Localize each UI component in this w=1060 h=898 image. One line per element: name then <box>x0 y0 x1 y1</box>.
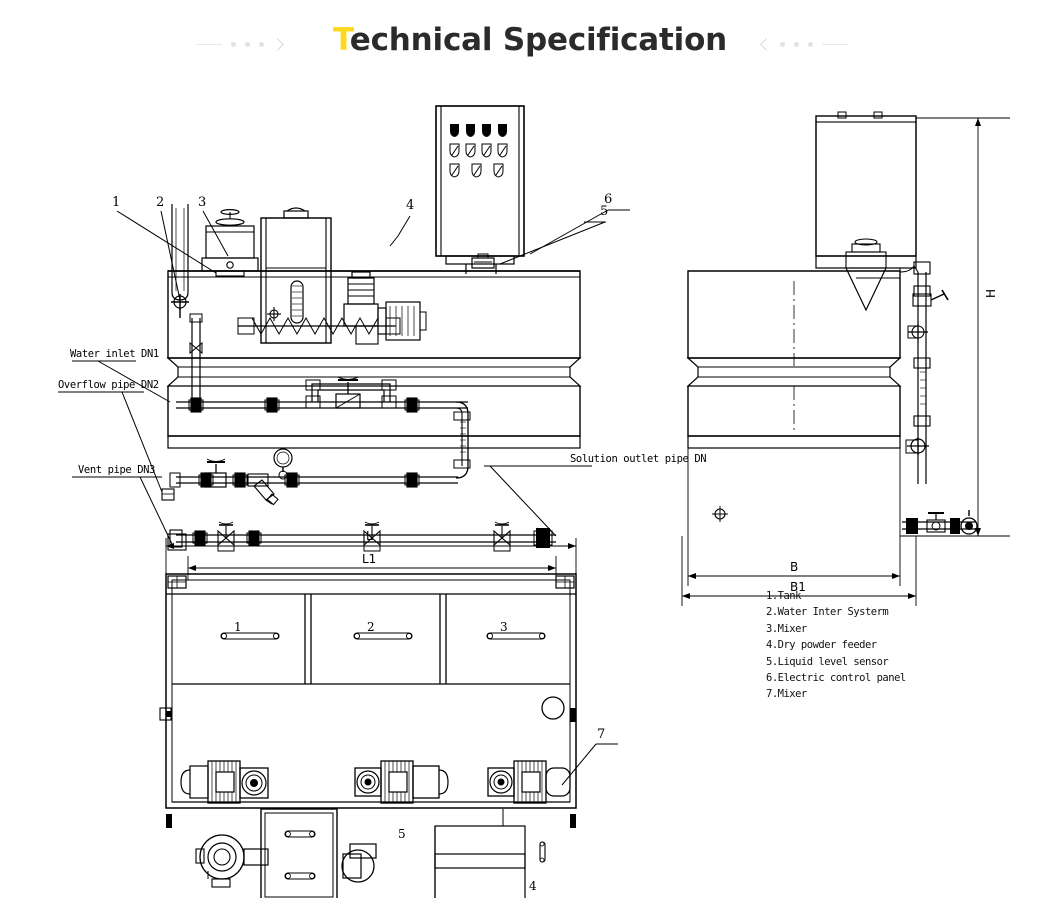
dimension-H <box>900 117 1010 537</box>
legend-item-mixer-2: 7.Mixer <box>766 688 807 701</box>
callout-1: 1 <box>112 195 121 210</box>
label-solution-outlet-pipe: Solution outlet pipe DN <box>570 453 707 465</box>
label-overflow-pipe: Overflow pipe DN2 <box>58 379 159 391</box>
legend-item-dry-powder-feeder: 4.Dry powder feeder <box>766 639 877 652</box>
plan-callout-7-leader <box>561 743 618 786</box>
dimension-label-B1: B1 <box>790 580 806 594</box>
label-water-inlet: Water inlet DN1 <box>70 348 159 360</box>
deco-dot <box>780 42 785 47</box>
upper-process-pipe <box>176 313 471 479</box>
dimension-label-L1: L1 <box>362 552 377 566</box>
deco-dot <box>259 42 264 47</box>
side-outlet-valve-group <box>902 510 978 535</box>
plan-chamber-label-1: 1 <box>234 620 242 634</box>
electric-control-panel <box>435 105 525 274</box>
vent-tapping <box>167 533 187 551</box>
screw-conveyor <box>237 307 401 336</box>
page-title-accent-letter: T <box>332 22 350 58</box>
front-callout-leaders <box>97 209 609 545</box>
side-riser-pipe <box>899 261 949 484</box>
deco-dot <box>245 42 250 47</box>
page-header: Technical Specification <box>0 0 1060 92</box>
callout-2: 2 <box>156 195 165 210</box>
plan-side-tabs <box>159 707 576 828</box>
outlet-end-fitting <box>533 528 553 548</box>
dimension-label-B: B <box>790 560 799 574</box>
front-callout-underlines <box>58 209 630 478</box>
plan-powder-feeder-box <box>260 808 338 898</box>
deco-dash <box>196 44 222 45</box>
header-decoration-left <box>196 38 284 51</box>
dimension-B1 <box>681 536 917 606</box>
callout-5: 5 <box>600 204 609 219</box>
callout-6: 6 <box>604 192 613 207</box>
callout-7: 7 <box>597 727 606 742</box>
plan-chamber-label-3: 3 <box>500 620 508 634</box>
dimension-L <box>165 538 577 578</box>
label-vent-pipe: Vent pipe DN3 <box>78 464 155 476</box>
legend-item-mixer: 3.Mixer <box>766 622 807 635</box>
drawing-canvas <box>58 105 1010 898</box>
panel-indicator-lamps <box>450 124 507 137</box>
plan-mixer-units <box>180 760 571 804</box>
panel-switches-row-1 <box>449 143 508 158</box>
side-tank-body <box>686 270 902 449</box>
header-decoration-right <box>760 38 848 51</box>
pressure-gauge <box>273 448 293 480</box>
plan-round-nozzle <box>541 696 565 720</box>
dimension-L1 <box>187 556 557 580</box>
plan-chamber-dividers <box>172 594 570 685</box>
plan-label-level-sensor: 5 <box>398 827 406 841</box>
panel-switches-row-2 <box>449 163 504 178</box>
tank-waist-band <box>166 357 582 387</box>
middle-process-pipe <box>167 396 458 506</box>
plan-label-dry-powder-feeder: 4 <box>529 879 537 893</box>
deco-dot <box>231 42 236 47</box>
bypass-loop <box>305 376 397 409</box>
plan-right-lower-boxes <box>434 809 546 898</box>
legend-item-water-inter-system: 2.Water Inter Systerm <box>766 606 889 619</box>
plan-left-mixer-gearbox <box>195 834 269 888</box>
deco-dot <box>808 42 813 47</box>
deco-dot <box>794 42 799 47</box>
water-inlet-riser <box>171 204 189 318</box>
mixer-gearbox-front <box>201 208 259 277</box>
plan-lower-band <box>171 711 570 803</box>
plan-level-sensor <box>341 843 377 883</box>
side-elevation-view <box>681 111 1010 606</box>
feeder-drive-motor <box>343 271 427 345</box>
deco-dash <box>822 44 848 45</box>
legend-item-electric-control-panel: 6.Electric control panel <box>766 672 906 685</box>
front-elevation-view <box>58 105 630 552</box>
page-title-text: echnical Specification <box>349 22 728 58</box>
dimension-label-L: L <box>366 529 373 543</box>
callout-3: 3 <box>198 195 207 210</box>
plan-view <box>159 538 618 898</box>
callout-4: 4 <box>406 198 415 213</box>
liquid-level-sensor-front <box>471 253 495 269</box>
legend-item-liquid-level-sensor: 5.Liquid level sensor <box>766 655 889 668</box>
legend-item-tank: 1.Tank <box>766 590 801 602</box>
side-powder-hopper <box>815 111 917 312</box>
side-manhole-marker <box>712 506 728 522</box>
dimension-label-H: H <box>984 288 998 298</box>
chevron-left-icon <box>760 38 773 51</box>
engineering-drawing: 1 2 3 4 5 6 Water inlet DN1 Overflow pip… <box>0 86 1060 898</box>
component-legend: 1.Tank 2.Water Inter Systerm 3.Mixer 4.D… <box>766 588 966 703</box>
tank-lower-shell <box>167 386 581 449</box>
overflow-tapping <box>161 488 175 501</box>
bottom-outlet-header <box>169 521 556 552</box>
dry-powder-hopper <box>260 207 332 344</box>
plan-access-slots <box>220 632 546 640</box>
plan-lifting-lugs <box>167 575 575 589</box>
plan-chamber-label-2: 2 <box>367 620 375 634</box>
dimension-B <box>687 448 901 586</box>
page-title: Technical Specification <box>0 22 1060 58</box>
